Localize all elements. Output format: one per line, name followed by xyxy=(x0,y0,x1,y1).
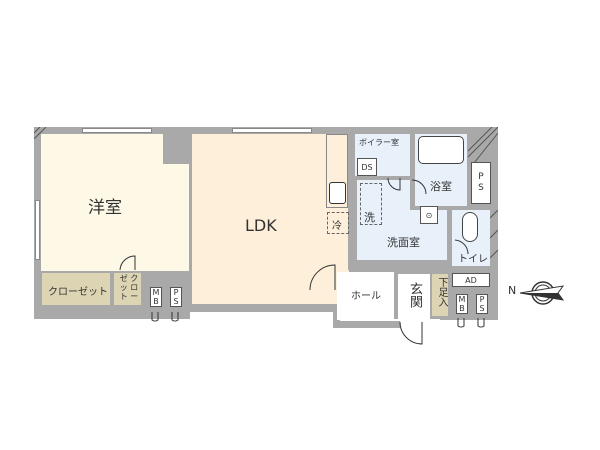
closet[interactable] xyxy=(42,273,110,305)
closet-label: クローゼット xyxy=(48,287,108,298)
hall-label: ホール xyxy=(351,291,381,302)
fridge-area xyxy=(327,212,349,234)
ps-left: P S xyxy=(170,287,182,307)
wall-hall-bottom xyxy=(333,321,400,328)
window-ldk-top xyxy=(232,128,312,133)
western-room-label: 洋室 xyxy=(88,198,122,218)
small-closet-label: ゼ クッ ロト ー xyxy=(119,274,139,301)
hatch-topright xyxy=(468,127,498,163)
notch-bottom xyxy=(190,312,334,324)
sink xyxy=(329,182,346,204)
fridge-label: 冷 xyxy=(332,221,342,232)
bathroom-label: 浴室 xyxy=(430,180,452,193)
window-western-top xyxy=(82,128,152,133)
ldk-label: LDK xyxy=(245,216,277,235)
small-closet[interactable] xyxy=(114,273,141,305)
mb-left: M B xyxy=(150,287,162,307)
toilet-label: トイレ xyxy=(458,254,488,265)
ldk-room xyxy=(192,134,348,304)
ps-right: P S xyxy=(471,162,491,204)
washer-label: 洗 xyxy=(364,211,375,224)
entrance-label: 玄関 xyxy=(407,282,422,308)
washer-area xyxy=(360,183,382,225)
window-western-left xyxy=(35,200,40,260)
washbasin: ⊙ xyxy=(420,206,438,224)
notch-right-bottom xyxy=(400,320,500,330)
mb-right: M B xyxy=(456,294,468,314)
wall-hall-down xyxy=(333,305,340,328)
wall-bottom-ldk xyxy=(190,305,340,312)
hall xyxy=(337,272,394,320)
shoe-box-label: 下足入 xyxy=(436,277,447,307)
hatch-topleft xyxy=(34,127,46,139)
pillar xyxy=(163,134,189,164)
compass-north-label: N xyxy=(508,284,517,297)
toilet-bowl xyxy=(462,212,478,242)
ad-box: AD xyxy=(452,273,490,287)
compass: N xyxy=(508,278,568,308)
ps-bottom-right: P S xyxy=(476,294,488,314)
compass-icon xyxy=(519,281,565,305)
ds-box: DS xyxy=(357,158,377,176)
wall-bottom-right xyxy=(440,312,498,320)
hatch-rightmid xyxy=(490,210,498,259)
shoe-box xyxy=(432,274,448,316)
boiler-room-label: ボイラー室 xyxy=(359,138,399,147)
washroom-label: 洗面室 xyxy=(387,236,420,249)
bathtub xyxy=(418,136,464,164)
entrance xyxy=(398,274,430,320)
